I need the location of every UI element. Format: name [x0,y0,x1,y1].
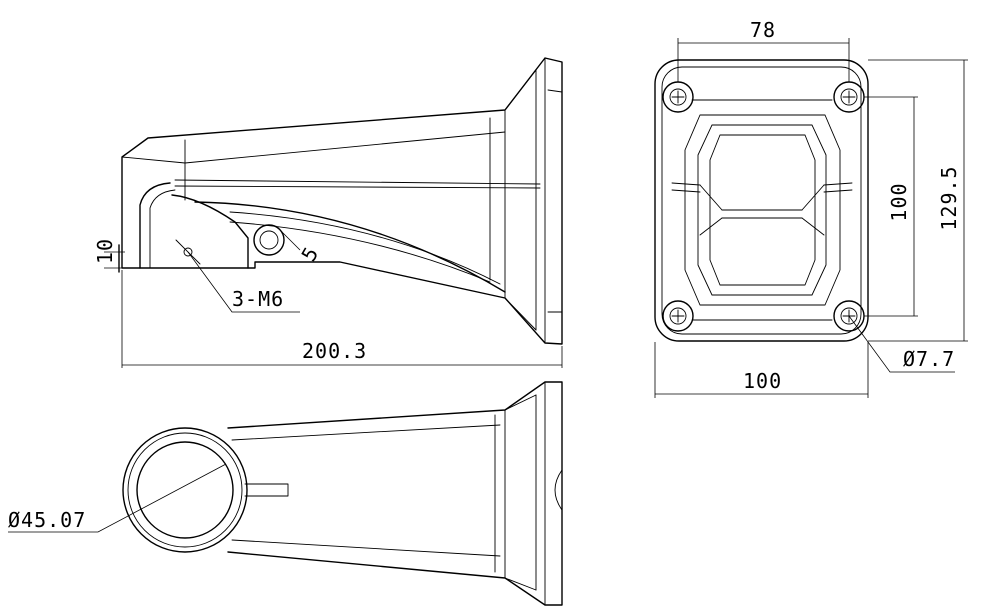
offset-label: 10 [93,238,117,264]
bolt-hole-bl [662,300,694,332]
hole-diameter-label: Ø7.7 [903,347,955,371]
overall-length-label: 200.3 [302,339,367,363]
hole-spacing-y-label: 100 [887,182,911,221]
pipe-diameter-label: Ø45.07 [8,508,86,532]
top-view-dimensions: Ø45.07 [8,463,227,533]
side-view-dimensions: 3-M6 5 10 200.3 [93,225,563,368]
hole-spacing-x-label: 78 [750,18,776,42]
bolt-hole-tr [833,81,865,113]
front-view-dimensions: 78 100 100 129.5 Ø7.7 [654,18,968,398]
plate-height-label: 129.5 [937,165,961,230]
bolt-hole-tl [662,81,694,113]
side-view [118,57,563,345]
plate-width-label: 100 [743,369,782,393]
front-view [654,59,869,342]
top-view [122,381,563,606]
thread-label: 3-M6 [232,287,284,311]
